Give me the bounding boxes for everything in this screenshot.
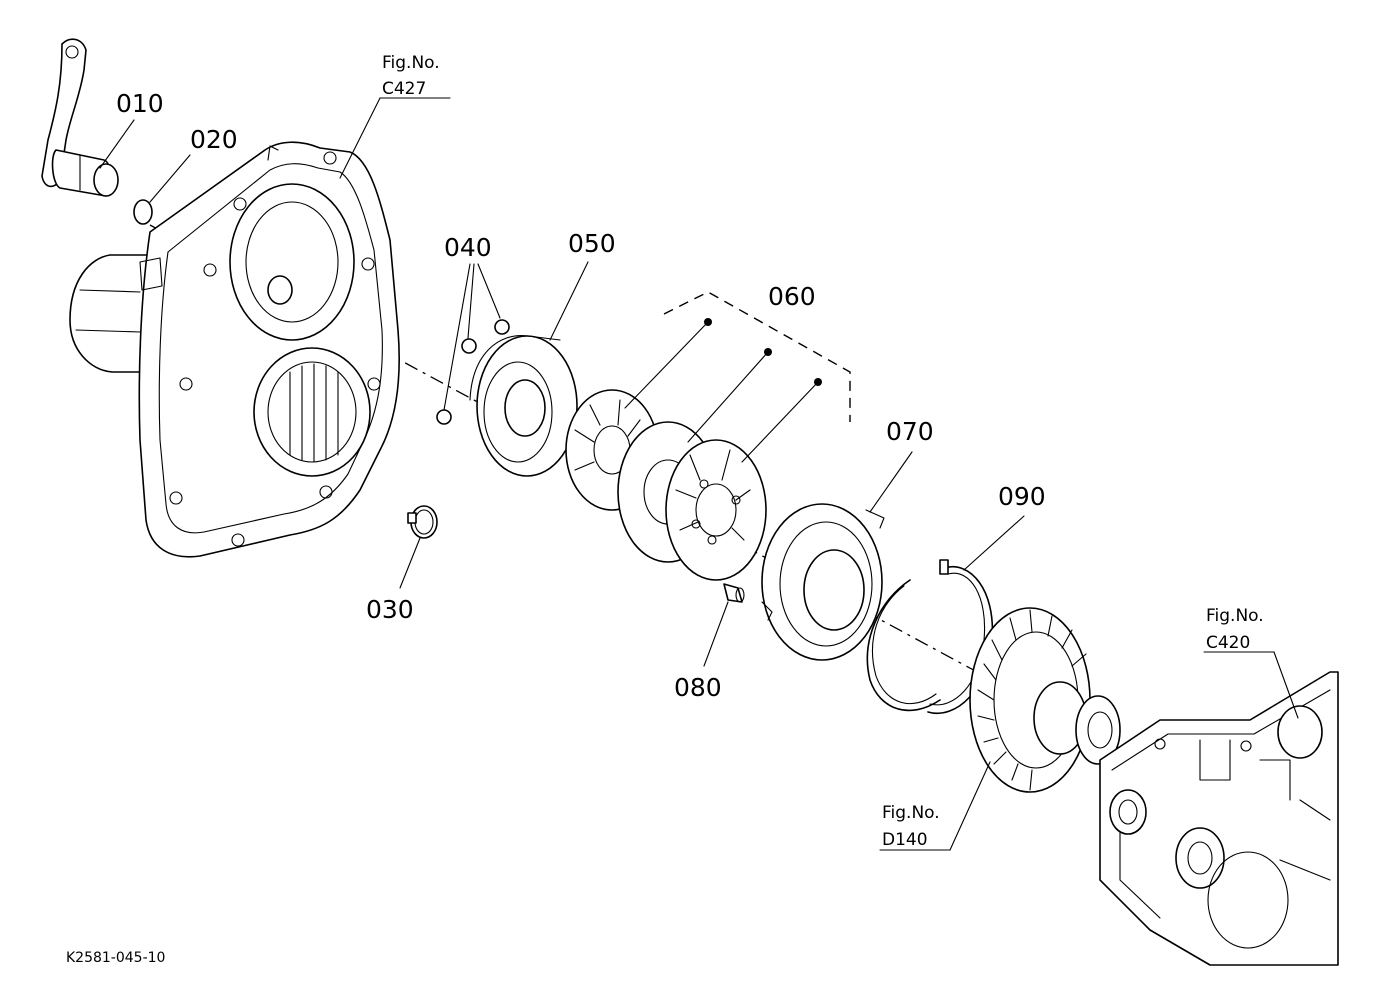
transmission-housing — [1099, 671, 1339, 966]
bracket-060 — [663, 291, 851, 422]
fig-ref-c427-label: Fig.No. — [382, 53, 440, 73]
part-010-lever — [41, 38, 119, 197]
callout-060: 060 — [768, 282, 816, 311]
callout-050: 050 — [568, 229, 616, 258]
callout-010: 010 — [116, 89, 164, 118]
bevel-gear-assembly — [969, 607, 1121, 793]
part-020-o-ring — [133, 199, 153, 225]
part-080-pin — [723, 583, 745, 603]
part-050-plate — [469, 335, 578, 477]
large-circlip — [866, 579, 941, 712]
callout-090: 090 — [998, 482, 1046, 511]
drawing-code: K2581-045-10 — [66, 950, 165, 966]
callout-070: 070 — [886, 417, 934, 446]
fig-ref-c420-label: Fig.No. — [1206, 606, 1264, 626]
fig-ref-d140-number: D140 — [882, 830, 928, 850]
part-030-snap-ring — [407, 505, 438, 539]
figure-ref-leaders — [339, 97, 1299, 851]
callout-030: 030 — [366, 595, 414, 624]
callout-080: 080 — [674, 673, 722, 702]
part-060-disc-set — [565, 389, 767, 581]
fig-ref-c427-number: C427 — [382, 79, 426, 99]
callout-040: 040 — [444, 233, 492, 262]
gear-case-housing — [69, 141, 400, 558]
part-040-balls — [436, 319, 510, 425]
callout-020: 020 — [190, 125, 238, 154]
fig-ref-c420-number: C420 — [1206, 633, 1250, 653]
fig-ref-d140-label: Fig.No. — [882, 803, 940, 823]
leader-lines — [99, 119, 1025, 667]
part-070-actuator — [761, 503, 885, 661]
